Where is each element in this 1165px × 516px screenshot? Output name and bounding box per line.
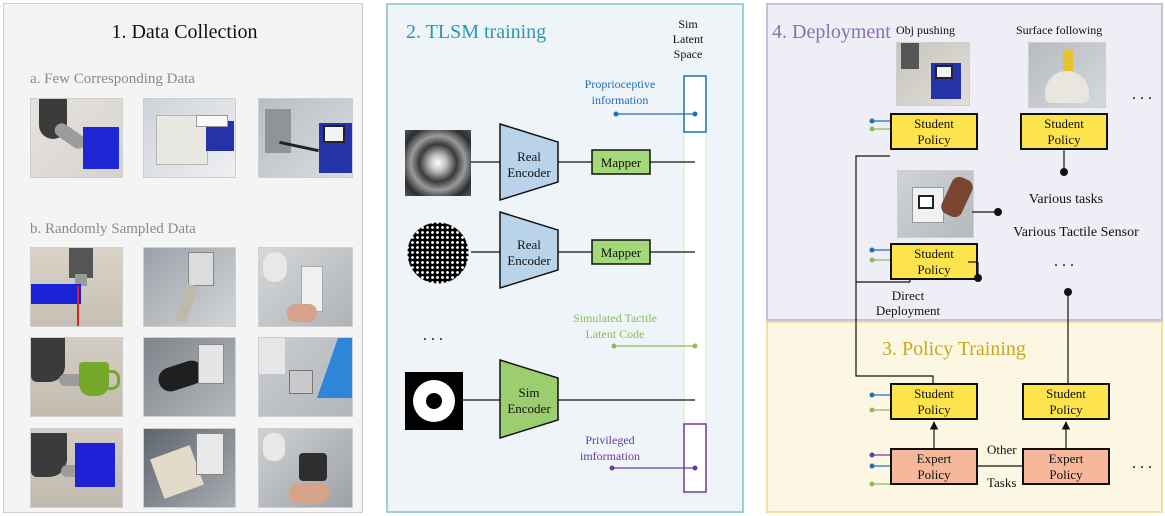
randomly-sampled-data-label: b. Randomly Sampled Data [30,221,196,237]
sim-robot-blue-cube-photo [30,98,123,178]
tactile-sensor-deploy-photo [897,170,976,238]
real-tactile-sensor-photo [143,98,236,178]
deploy-mid-ellipsis: . . . [1054,253,1074,270]
mapper-2-label: Mapper [600,245,642,260]
deployment-title: 4. Deployment [772,21,891,43]
real-tactile-image-1 [405,130,471,196]
sim-tactile-image [405,372,463,430]
proprio-slot [683,75,707,133]
real-cardboard-object-photo [143,428,236,508]
real-robot-marker-photo [258,98,353,178]
real-blue-object-photo [258,337,353,417]
policy-training-title: 3. Policy Training [882,338,1026,360]
other-label: Other [987,442,1017,457]
surface-following-label: Surface following [1016,23,1103,37]
mapper-1-label: Mapper [600,155,642,170]
obj-pushing-label: Obj pushing [896,23,956,37]
deploy-top-ellipsis: . . . [1132,86,1152,103]
real-encoder-2 [499,210,559,290]
deploy-input-dots-3 [869,247,890,263]
encoder-ellipsis: . . . [423,327,443,344]
few-corresponding-data-label: a. Few Corresponding Data [30,71,195,87]
various-tasks-label: Various tasks [1028,192,1104,207]
sim-green-mug-photo [30,337,123,417]
sim-encoder [499,358,559,440]
real-black-object-photo [143,337,236,417]
real-handheld-sensor-photo [258,247,353,327]
real-gripper-sample-photo [143,247,236,327]
surface-following-photo [1028,42,1106,108]
various-tactile-sensor-label: Various Tactile Sensor [1013,225,1139,240]
real-tactile-image-2 [405,220,471,286]
train-input-dots-expert [869,452,890,487]
tlsm-training-title: 2. TLSM training [406,21,547,43]
privileged-slot [683,423,707,493]
train-input-dots-student [869,392,890,413]
real-handheld-cable-photo [258,428,353,508]
sim-cuboid-laser-photo [30,247,123,327]
data-collection-title: 1. Data Collection [111,21,258,43]
train-ellipsis: . . . [1132,455,1152,472]
deploy-input-dots-1 [869,118,890,132]
tasks-label: Tasks [987,475,1017,490]
sim-blue-cube-photo [30,428,123,508]
obj-pushing-photo [896,42,970,106]
real-encoder-1 [499,122,559,202]
